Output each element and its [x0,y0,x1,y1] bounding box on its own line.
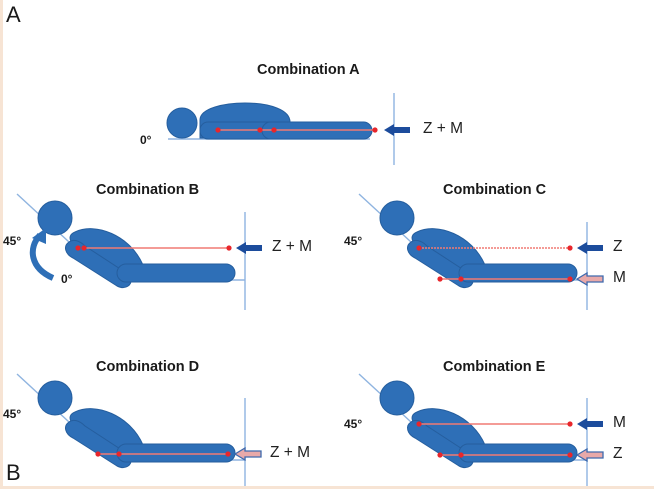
marker-point [567,452,573,458]
marker-point [225,451,231,457]
rotation-arrowhead-icon [32,228,46,244]
force-label: Z [613,445,623,462]
marker-point [416,245,422,251]
combination-a-figure [166,93,410,165]
combination-d-title: Combination D [96,359,200,375]
marker-point [81,245,87,251]
force-arrow-solid [384,124,410,136]
force-arrow-hollow [576,448,604,462]
marker-point [116,451,122,457]
combination-b-overlay [29,212,262,310]
panel-label-a: A [6,2,21,27]
marker-point [271,127,277,133]
force-arrow-hollow [576,272,604,286]
force-label: Z + M [423,120,464,137]
inclined-body [358,373,588,469]
marker-point [567,276,573,282]
combination-c-title: Combination C [443,182,547,198]
combination-c-figure [358,193,588,289]
marker-point [215,127,221,133]
force-label: M [613,414,626,431]
marker-point [226,245,232,251]
marker-point [567,421,573,427]
angle-label: 45° [3,407,22,421]
angle-label: 45° [3,234,22,248]
head-shape [166,107,198,139]
combination-b-title: Combination B [96,182,200,198]
force-arrow-hollow [234,447,262,461]
marker-point [95,451,101,457]
combination-a-title: Combination A [257,62,360,78]
force-label: Z + M [270,444,311,461]
marker-point [257,127,263,133]
marker-point [437,452,443,458]
force-label: Z [613,238,623,255]
marker-point [567,245,573,251]
inclined-body [16,193,246,289]
angle-label: 0° [61,272,73,286]
marker-point [437,276,443,282]
combination-e-figure [358,373,588,469]
combination-e-title: Combination E [443,359,546,375]
force-label: Z + M [272,238,313,255]
panel-label-b: B [6,460,21,485]
angle-label: 45° [344,417,363,431]
force-arrow-solid [577,242,603,254]
marker-point [458,452,464,458]
force-arrow-solid [577,418,603,430]
marker-point [372,127,378,133]
combination-d-overlay [95,398,262,486]
combination-c-overlay [416,222,604,310]
marker-point [416,421,422,427]
force-arrow-solid [236,242,262,254]
inclined-body [358,193,588,289]
combination-b-figure [16,193,246,289]
angle-label: 0° [140,133,152,147]
combination-e-overlay [416,398,604,486]
angle-label: 45° [344,234,363,248]
marker-point [458,276,464,282]
force-label: M [613,269,626,286]
marker-point [75,245,81,251]
